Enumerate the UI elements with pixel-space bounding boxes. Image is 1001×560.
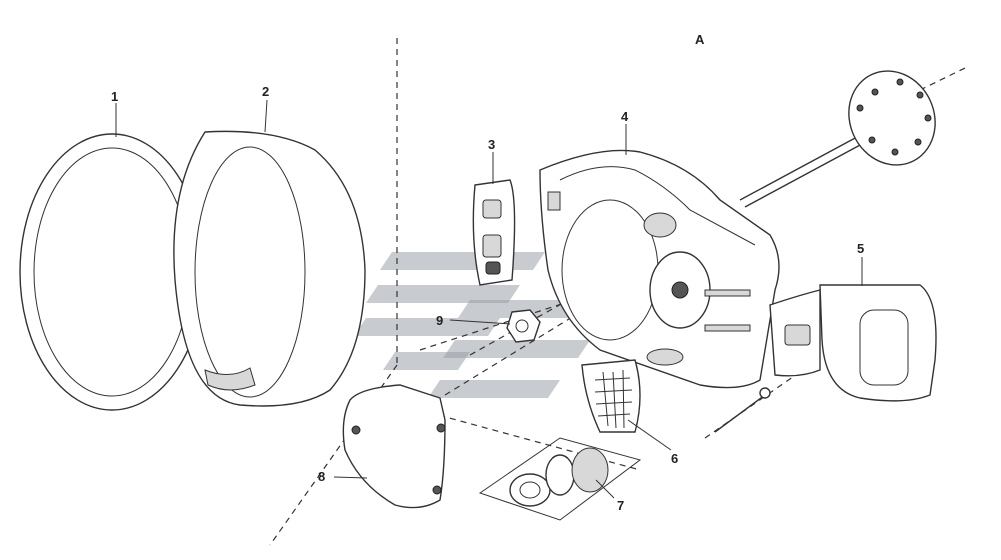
part-6-grille — [581, 359, 641, 433]
callout-6: 6 — [671, 451, 678, 466]
view-label-a: A — [695, 32, 705, 47]
part-7-filters — [478, 437, 642, 521]
part-8-cover — [342, 384, 446, 509]
callout-2: 2 — [262, 84, 269, 99]
part-5-end-bracket — [769, 284, 937, 402]
callout-5: 5 — [857, 241, 864, 256]
leader-lines — [115, 99, 863, 499]
part-3-bracket — [472, 179, 516, 286]
callout-1: 1 — [111, 89, 118, 104]
callout-4: 4 — [621, 109, 629, 124]
part-9-nut — [506, 309, 541, 343]
threaded-rod — [739, 70, 936, 208]
watermark-logo — [354, 252, 610, 398]
callout-3: 3 — [488, 137, 495, 152]
screw — [714, 387, 771, 433]
callout-labels: A 1 2 3 4 5 6 7 8 9 — [111, 32, 864, 513]
callout-8: 8 — [318, 469, 325, 484]
part-4-main-body — [539, 149, 780, 389]
callout-9: 9 — [436, 313, 443, 328]
callout-7: 7 — [617, 498, 624, 513]
part-2-housing — [173, 130, 366, 407]
